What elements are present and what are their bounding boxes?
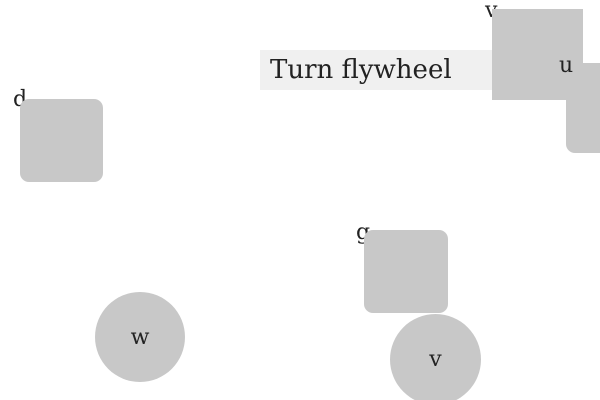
object-g-shape[interactable]: [364, 230, 448, 313]
instruction-text: Turn flywheel: [260, 50, 492, 90]
object-u-shape[interactable]: [566, 63, 600, 153]
object-w-circle[interactable]: w: [95, 292, 185, 382]
object-d-shape[interactable]: [20, 99, 103, 182]
object-v-label: v: [429, 347, 442, 372]
object-w-label: w: [130, 324, 150, 350]
object-v-circle[interactable]: v: [390, 314, 481, 400]
object-u-label: u: [559, 53, 574, 78]
